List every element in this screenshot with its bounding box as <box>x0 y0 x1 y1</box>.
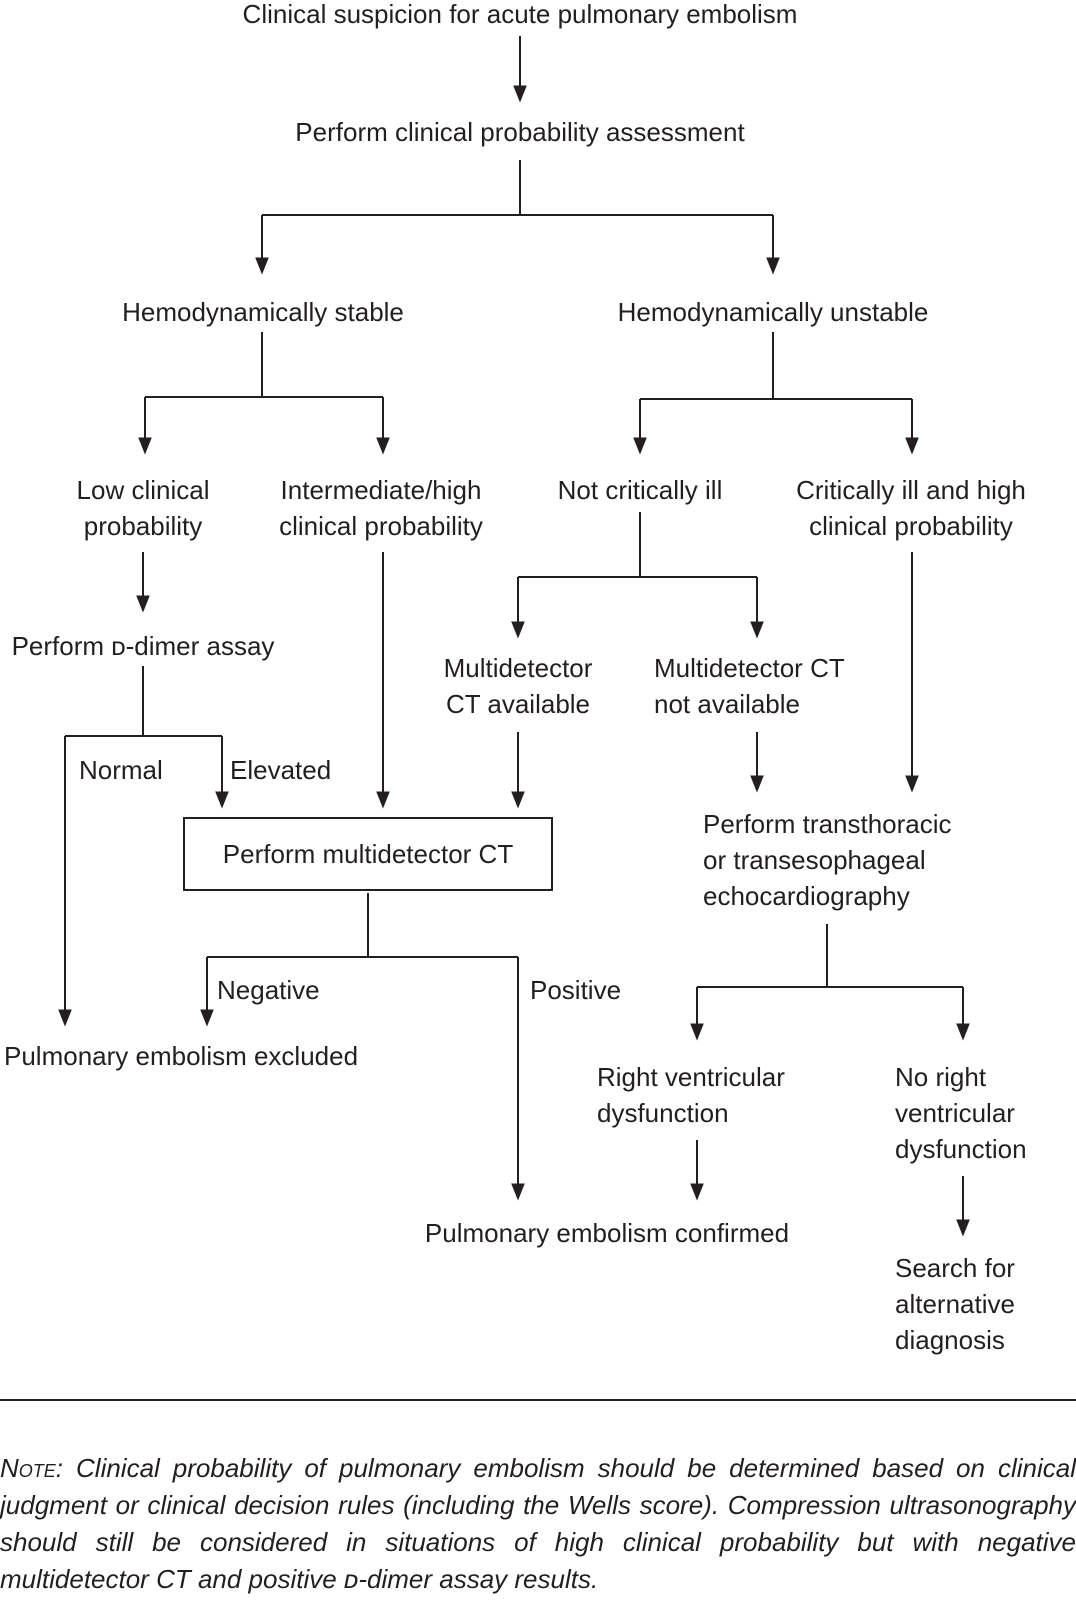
node-perform-echocardiography: Perform transthoracic or transesophageal… <box>703 809 952 911</box>
note-divider-rule <box>0 1399 1076 1401</box>
node-right-ventricular-dysfunction: Right ventricular dysfunction <box>597 1062 785 1128</box>
node-pulmonary-embolism-excluded: Pulmonary embolism excluded <box>4 1041 359 1071</box>
node-clinical-suspicion: Clinical suspicion for acute pulmonary e… <box>242 0 798 29</box>
edge-label-elevated: Elevated <box>230 755 332 785</box>
node-no-right-ventricular-dysfunction: No right ventricular dysfunction <box>895 1062 1027 1164</box>
note-paragraph: Note: Clinical probability of pulmonary … <box>0 1450 1076 1598</box>
node-hemodynamically-stable: Hemodynamically stable <box>122 297 404 327</box>
node-search-alternative-diagnosis: Search for alternative diagnosis <box>895 1253 1015 1355</box>
node-perform-multidetector-ct-box: Perform multidetector CT <box>183 817 553 891</box>
note-text: Clinical probability of pulmonary emboli… <box>0 1453 1076 1594</box>
note-label: Note: <box>0 1453 64 1483</box>
node-perform-d-dimer-assay: Perform ᴅ-dimer assay <box>11 631 275 661</box>
edge-label-positive: Positive <box>530 975 622 1005</box>
perform-multidetector-ct-label: Perform multidetector CT <box>222 839 514 869</box>
node-multidetector-ct-not-available: Multidetector CT not available <box>654 653 845 719</box>
node-pulmonary-embolism-confirmed: Pulmonary embolism confirmed <box>424 1218 790 1248</box>
node-probability-assessment: Perform clinical probability assessment <box>295 117 745 147</box>
connector-lines <box>65 160 963 988</box>
node-critically-ill-high-probability: Critically ill and high clinical probabi… <box>796 475 1026 541</box>
edge-label-normal: Normal <box>79 755 163 785</box>
node-low-clinical-probability: Low clinical probability <box>76 475 210 541</box>
node-multidetector-ct-available: Multidetector CT available <box>443 653 593 719</box>
node-not-critically-ill: Not critically ill <box>557 475 723 505</box>
edge-label-negative: Negative <box>217 975 320 1005</box>
node-intermediate-high-probability: Intermediate/high clinical probability <box>279 475 483 541</box>
node-hemodynamically-unstable: Hemodynamically unstable <box>617 297 929 327</box>
